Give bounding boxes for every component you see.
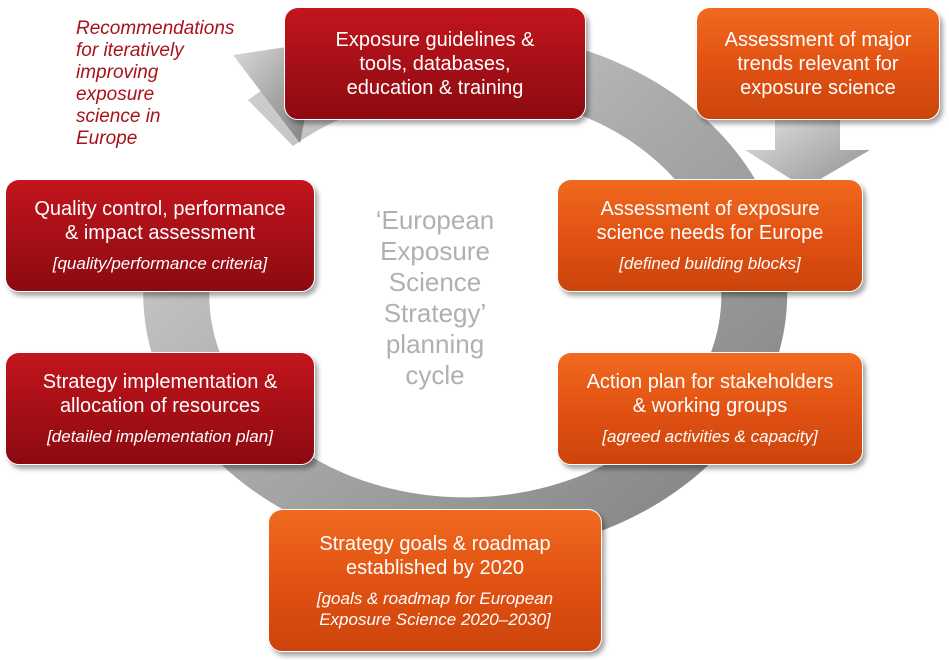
needs-assessment-subtitle: [defined building blocks] <box>619 254 801 273</box>
needs-assessment-box: Assessment of exposure science needs for… <box>557 179 863 292</box>
center-cycle-label: ‘European Exposure Science Strategy’ pla… <box>375 205 495 390</box>
action-plan-subtitle: [agreed activities & capacity] <box>602 427 818 446</box>
strategy-goals-box: Strategy goals & roadmap established by … <box>268 509 602 652</box>
action-plan-title: Action plan for stakeholders & working g… <box>586 371 834 417</box>
major-trends-box: Assessment of major trends relevant for … <box>696 7 940 120</box>
trends-input-arrow <box>745 110 870 188</box>
implementation-subtitle: [detailed implementation plan] <box>47 427 273 446</box>
needs-assessment-title: Assessment of exposure science needs for… <box>596 198 824 244</box>
action-plan-box: Action plan for stakeholders & working g… <box>557 352 863 465</box>
exposure-guidelines-box: Exposure guidelines & tools, databases, … <box>284 7 586 120</box>
exposure-guidelines-title: Exposure guidelines & tools, databases, … <box>335 28 535 99</box>
strategy-goals-title: Strategy goals & roadmap established by … <box>319 532 551 579</box>
implementation-title: Strategy implementation & allocation of … <box>42 371 278 417</box>
major-trends-title: Assessment of major trends relevant for … <box>724 28 912 99</box>
quality-control-box: Quality control, performance & impact as… <box>5 179 315 292</box>
implementation-box: Strategy implementation & allocation of … <box>5 352 315 465</box>
strategy-goals-subtitle: [goals & roadmap for European Exposure S… <box>316 588 554 629</box>
recommendations-note: Recommendations for iteratively improvin… <box>76 18 235 149</box>
quality-control-subtitle: [quality/performance criteria] <box>52 254 268 273</box>
quality-control-title: Quality control, performance & impact as… <box>34 198 286 244</box>
